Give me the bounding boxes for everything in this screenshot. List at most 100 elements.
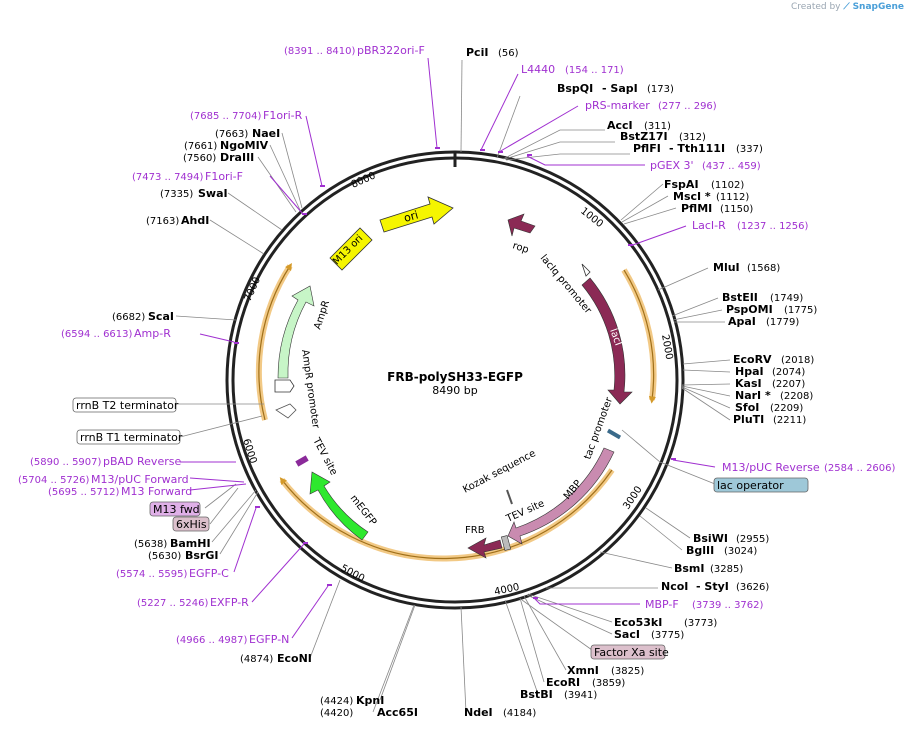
site-ecorv[interactable]: EcoRV [733,353,772,366]
primer-egfp-n[interactable]: EGFP-N [249,633,289,646]
site-xmni[interactable]: XmnI [567,664,599,677]
site-sfoi-pos: (2209) [770,403,803,414]
site-styi[interactable]: - StyI [696,580,729,593]
site-saci[interactable]: SacI [614,628,640,641]
site-sapi[interactable]: - SapI [602,82,638,95]
site-bspqi[interactable]: BspQI [557,82,593,95]
tac-promoter-feature[interactable] [606,428,622,440]
primer-l4440[interactable]: L4440 [521,63,555,76]
site-acc65i[interactable]: Acc65I [377,706,418,719]
ampr-promoter-feature[interactable] [274,379,295,393]
frb-feature[interactable] [467,537,503,559]
site-bsmi[interactable]: BsmI [674,562,705,575]
factor-xa-box[interactable] [590,644,666,660]
site-leaders [175,59,731,713]
primer-pbad-reverse-pos: (5890 .. 5907) [30,457,102,468]
site-bamhi[interactable]: BamHI [170,537,211,550]
primer-egfp-c[interactable]: EGFP-C [189,567,229,580]
primer-m13puc-forward[interactable]: M13/pUC Forward [91,473,189,486]
primer-m13-forward[interactable]: M13 Forward [121,485,192,498]
primer-pbr322ori-f[interactable]: pBR322ori-F [357,44,425,57]
ampr-feature[interactable] [277,285,315,379]
site-acci-pos: (311) [644,121,671,132]
site-scai[interactable]: ScaI [148,310,174,323]
site-pflfi[interactable]: PflFI [633,142,661,155]
site-sfoi[interactable]: SfoI [735,401,759,414]
site-pflmi[interactable]: PflMI [681,202,712,215]
tev-site-feature[interactable] [500,535,512,551]
kozak-label: Kozak sequence [461,448,537,496]
megfp-feature[interactable] [309,471,369,541]
primer-f1ori-f[interactable]: F1ori-F [205,170,243,183]
site-fspai[interactable]: FspAI [664,178,699,191]
snapgene-logo-icon: ⟋ [843,2,850,12]
primer-prs-marker[interactable]: pRS-marker [585,99,650,112]
mbp-feature[interactable] [507,447,615,545]
site-acci[interactable]: AccI [607,119,633,132]
primer-laci-r[interactable]: LacI-R [692,219,726,232]
primer-pgex3[interactable]: pGEX 3' [650,159,694,172]
site-eco53ki-pos: (3773) [684,618,717,629]
laciq-promoter-feature[interactable] [581,263,591,277]
rrnb-terminator-feature[interactable] [275,403,297,419]
site-draiii[interactable]: DraIII [220,151,254,164]
site-msci[interactable]: MscI * [673,190,711,203]
site-psporni[interactable]: PspOMI [726,303,773,316]
ori-feature[interactable] [379,196,454,233]
site-ndei-pos: (4184) [503,708,536,719]
site-hpai-pos: (2074) [772,367,805,378]
site-hpai[interactable]: HpaI [735,365,764,378]
primer-pbr322ori-f-pos: (8391 .. 8410) [284,46,356,57]
site-ecori[interactable]: EcoRI [546,676,580,689]
site-bsrgi[interactable]: BsrGI [185,549,218,562]
site-pflfi-pos: (337) [736,144,763,155]
primer-m13puc-reverse[interactable]: M13/pUC Reverse [722,461,820,474]
site-mlui[interactable]: MluI [713,261,740,274]
kozak-feature[interactable] [506,489,513,505]
site-econi[interactable]: EcoNI [277,652,312,665]
site-ncoi[interactable]: NcoI [661,580,688,593]
site-bsteii[interactable]: BstEII [722,291,758,304]
rrnb-t2-box[interactable] [72,397,177,413]
primer-exfp-r-pos: (5227 .. 5246) [137,598,209,609]
m13-ori-feature[interactable] [329,227,373,271]
site-kpni[interactable]: KpnI [356,694,384,707]
laci-feature[interactable] [581,277,633,405]
site-bstbi-pos: (3941) [564,690,597,701]
site-bstbi[interactable]: BstBI [520,688,553,701]
his-box[interactable] [172,516,210,532]
site-acc65i-pos: (4420) [320,708,353,719]
site-swai[interactable]: SwaI [198,187,228,200]
rrnb-t1-box[interactable] [76,429,181,445]
primer-amp-r[interactable]: Amp-R [134,327,171,340]
site-kasi[interactable]: KasI [735,377,762,390]
site-eco53ki[interactable]: Eco53kI [614,616,662,629]
site-nari[interactable]: NarI * [735,389,771,402]
primer-mbp-f[interactable]: MBP-F [645,598,679,611]
rop-feature[interactable] [507,213,536,237]
tev-site2-feature[interactable] [295,455,309,467]
site-econi-pos: (4874) [240,654,273,665]
site-bglii[interactable]: BglII [686,544,714,557]
watermark-brand: SnapGene [852,2,904,12]
lac-operator-box[interactable] [713,477,809,493]
site-draiii-pos: (7560) [183,153,216,164]
site-bsiwi[interactable]: BsiWI [693,532,728,545]
site-naei[interactable]: NaeI [252,127,280,140]
site-tth111i[interactable]: - Tth111I [669,142,725,155]
primer-m13puc-forward-pos: (5704 .. 5726) [18,475,90,486]
site-saci-pos: (3775) [651,630,684,641]
site-ahdi[interactable]: AhdI [181,214,209,227]
site-ngomiv[interactable]: NgoMIV [220,139,269,152]
m13-fwd-box[interactable] [149,501,201,517]
site-bstz17i[interactable]: BstZ17I [620,130,668,143]
site-pcii[interactable]: PciI [466,46,488,59]
site-apai[interactable]: ApaI [728,315,756,328]
site-pluti[interactable]: PluTI [733,413,764,426]
snapgene-watermark: Created by ⟋ SnapGene [791,2,904,12]
primer-laci-r-pos: (1237 .. 1256) [737,221,809,232]
primer-exfp-r[interactable]: EXFP-R [210,596,249,609]
site-ndei[interactable]: NdeI [464,706,493,719]
primer-pbad-reverse[interactable]: pBAD Reverse [103,455,181,468]
primer-f1ori-r[interactable]: F1ori-R [263,109,303,122]
